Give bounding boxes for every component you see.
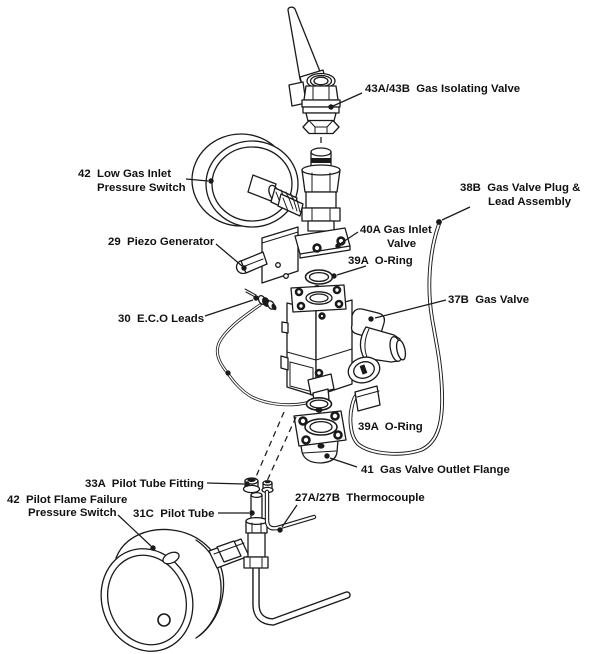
label-pilot-tube: 31C Pilot Tube: [133, 508, 214, 520]
label-eco-leads: 30 E.C.O Leads: [118, 313, 204, 325]
low-gas-pressure-switch-drawing: [191, 133, 299, 228]
label-oring-lower: 39A O-Ring: [358, 421, 423, 433]
label-pilot-switch-line2: Pressure Switch: [28, 507, 117, 519]
gas-isolating-valve-drawing: [287, 6, 341, 135]
label-gas-valve: 37B Gas Valve: [448, 294, 529, 306]
label-gas-isolating-valve: 43A/43B Gas Isolating Valve: [365, 83, 520, 95]
gas-valve-block-drawing: [280, 284, 353, 397]
oring-lower-drawing: [305, 368, 335, 411]
label-thermocouple: 27A/27B Thermocouple: [295, 492, 425, 504]
explode-dash-left: [254, 411, 285, 480]
label-pilot-tube-fitting: 33A Pilot Tube Fitting: [85, 478, 204, 490]
label-outlet-flange: 41 Gas Valve Outlet Flange: [361, 464, 510, 476]
gas-valve-plug-lead-drawing: [348, 222, 445, 456]
label-piezo-generator: 29 Piezo Generator: [108, 236, 215, 248]
pilot-tube-drawing: [243, 491, 351, 626]
piezo-generator-drawing: [235, 226, 299, 284]
label-plug-lead-line2: Lead Assembly: [488, 196, 572, 208]
label-low-gas-switch-line2: Pressure Switch: [97, 182, 186, 194]
explode-dash-right: [266, 416, 297, 482]
label-pilot-switch-line1: 42 Pilot Flame Failure: [7, 494, 127, 506]
label-plug-lead-line1: 38B Gas Valve Plug &: [460, 182, 580, 194]
outlet-flange-drawing: [293, 407, 347, 464]
label-oring-upper: 39A O-Ring: [348, 255, 413, 267]
thermocouple-drawing: [264, 489, 317, 531]
solenoid-drawing: [347, 308, 407, 412]
label-low-gas-switch-line1: 42 Low Gas Inlet: [78, 168, 171, 180]
pilot-flame-failure-switch-drawing: [100, 528, 250, 652]
leader-lines: [117, 92, 471, 551]
label-gas-inlet-valve-line2: Valve: [387, 238, 416, 250]
part-labels: 43A/43B Gas Isolating Valve 42 Low Gas I…: [7, 83, 580, 520]
label-gas-inlet-valve-line1: 40A Gas Inlet: [360, 224, 432, 236]
